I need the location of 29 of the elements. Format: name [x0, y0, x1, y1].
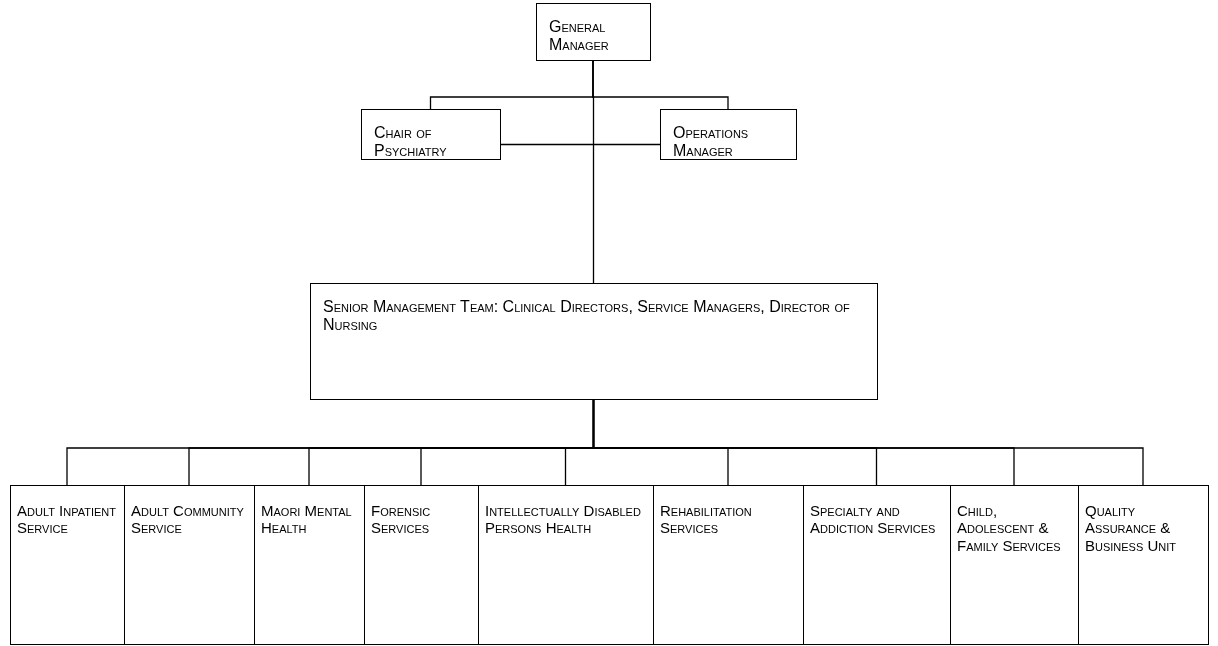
box-label: Senior Management Team: Clinical Directors, Service Managers, Director of Nursing	[323, 298, 851, 335]
org-box	[478, 485, 654, 645]
box-label: Rehabilitation Services	[660, 502, 753, 537]
box-label: Intellectually Disabled Persons Health	[485, 502, 642, 537]
box-label: Adult Inpatient Service	[17, 502, 117, 537]
org-box	[803, 485, 951, 645]
org-box	[124, 485, 255, 645]
box-label: Specialty and Addiction Services	[810, 502, 937, 537]
org-box	[10, 485, 125, 645]
org-box	[653, 485, 804, 645]
org-box	[660, 109, 797, 160]
box-label: Chair of Psychiatry	[374, 124, 448, 161]
box-label: Maori Mental Health	[261, 502, 353, 537]
box-label: Child, Adolescent & Family Services	[957, 502, 1062, 554]
connector-line	[592, 399, 1144, 486]
box-label: Forensic Services	[371, 502, 432, 537]
org-box	[364, 485, 479, 645]
box-label: Quality Assurance & Business Unit	[1085, 502, 1177, 554]
org-box	[310, 283, 878, 400]
org-box	[254, 485, 365, 645]
box-label: Adult Community Service	[131, 502, 245, 537]
box-label: General Manager	[549, 18, 610, 55]
org-box	[1078, 485, 1209, 645]
org-box	[536, 3, 651, 61]
connector-line	[592, 60, 595, 284]
connector-line	[499, 143, 661, 146]
org-box	[950, 485, 1079, 645]
org-box	[361, 109, 501, 160]
box-label: Operations Manager	[673, 124, 750, 161]
